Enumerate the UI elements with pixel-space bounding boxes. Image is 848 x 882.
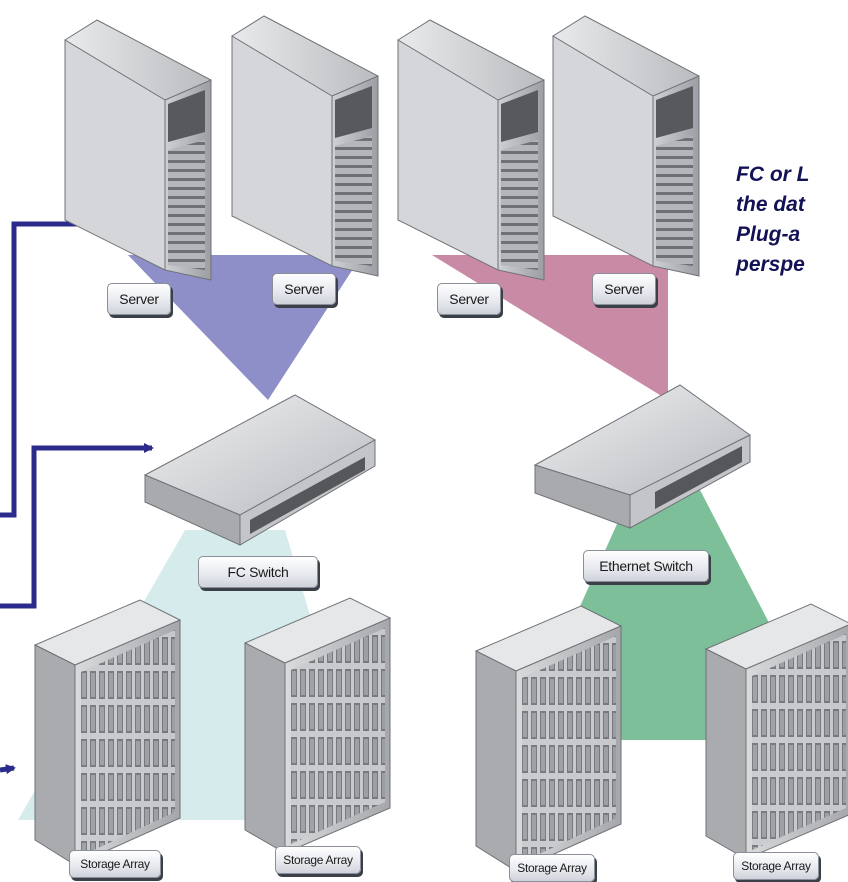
caption-line-2: the dat — [736, 193, 805, 216]
connector-lines — [0, 221, 154, 775]
storage-array-label-3: Storage Array — [509, 854, 595, 882]
server-label-1: Server — [107, 283, 171, 315]
storage-rack-2 — [243, 597, 392, 854]
ethernet-switch-device — [533, 384, 751, 529]
server-tower-1 — [64, 19, 212, 281]
connector-line-fc-switch — [0, 443, 154, 609]
caption-line-3: Plug-a — [736, 223, 801, 246]
server-label-3: Server — [437, 283, 501, 315]
storage-array-label-4: Storage Array — [733, 852, 819, 880]
ethernet-switch-label: Ethernet Switch — [583, 550, 709, 582]
connector-line-storage — [0, 764, 16, 775]
storage-array-label-1: Storage Array — [69, 850, 161, 878]
server-tower-2 — [231, 15, 379, 277]
storage-rack-3 — [474, 605, 623, 872]
caption-line-4: perspe — [736, 253, 805, 276]
fc-switch-label: FC Switch — [198, 556, 318, 588]
server-tower-4 — [552, 15, 700, 277]
connector-line-servers — [0, 221, 92, 518]
fc-switch-device — [143, 394, 377, 546]
server-label-4: Server — [592, 273, 656, 305]
storage-rack-4 — [704, 603, 848, 860]
storage-array-label-2: Storage Array — [275, 846, 361, 874]
storage-rack-1 — [33, 599, 182, 866]
server-tower-3 — [397, 19, 545, 281]
caption-text: FC or L the dat Plug-a perspe — [736, 160, 848, 280]
caption-line-1: FC or L — [736, 163, 810, 186]
server-label-2: Server — [272, 273, 336, 305]
